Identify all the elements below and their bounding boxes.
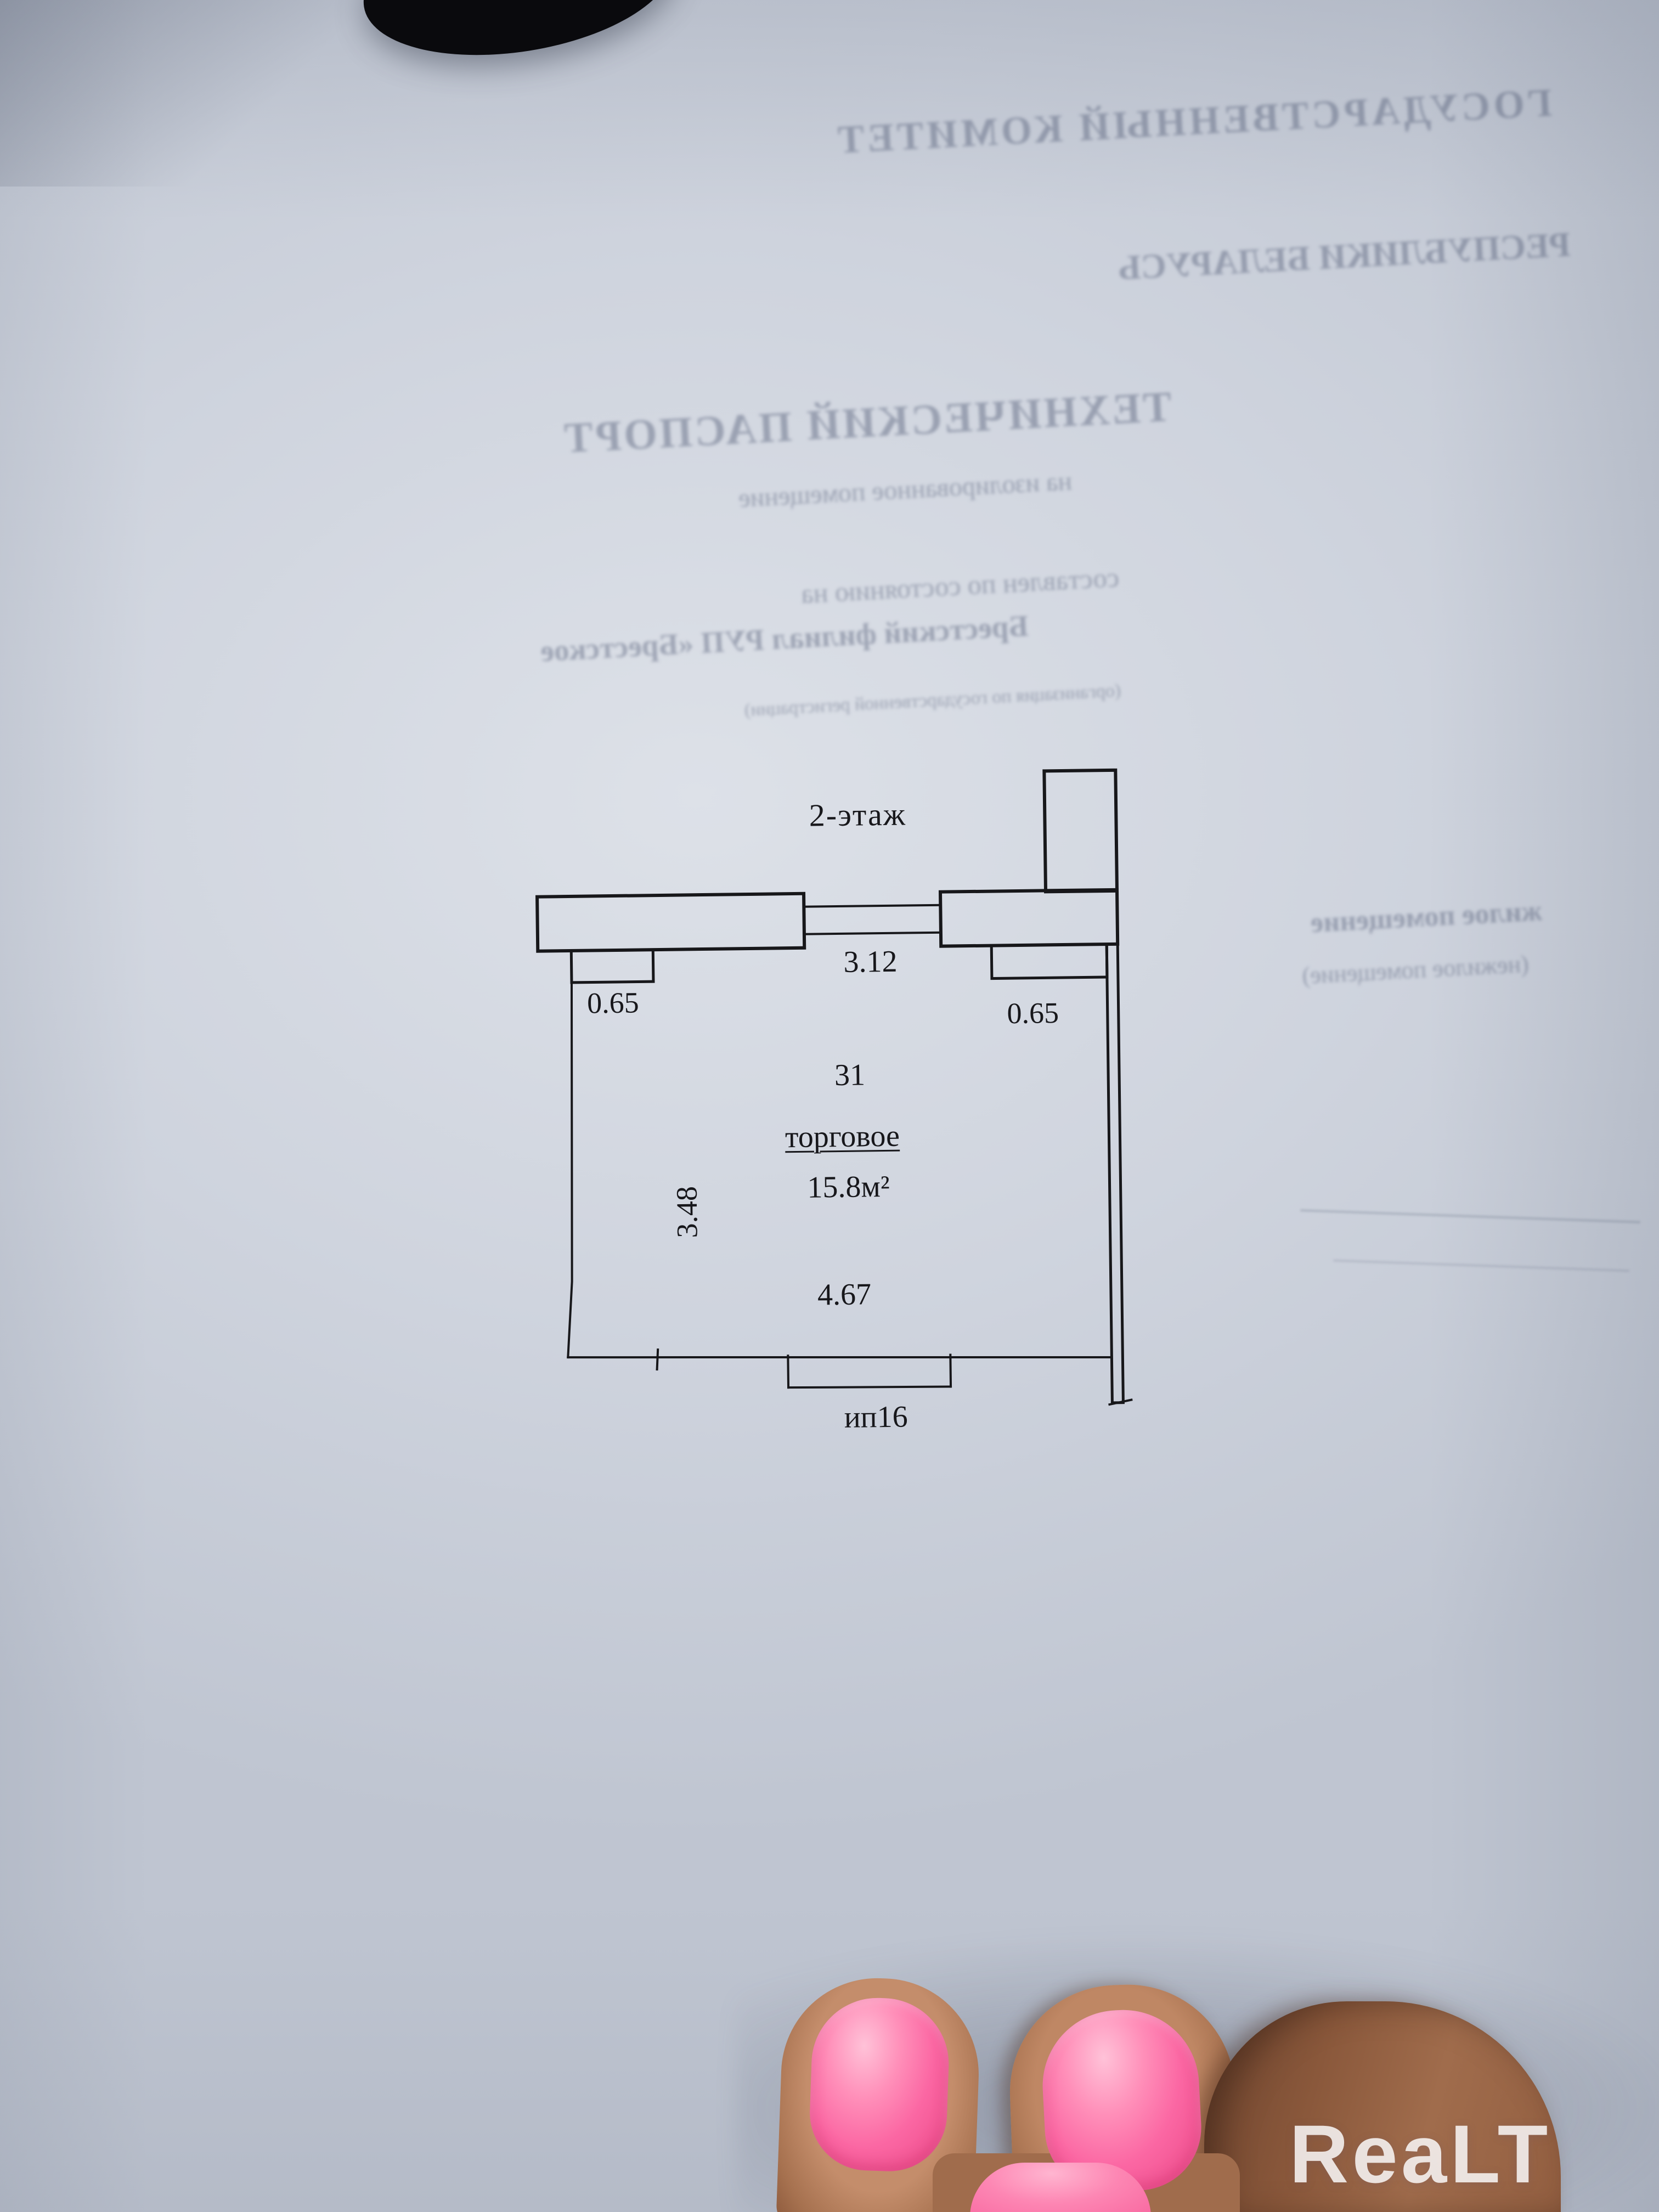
ghost-text-agency-note: (организация по государственной регистра… — [744, 680, 1121, 720]
ghost-text-premises2: (нежилое помещение) — [1301, 950, 1530, 989]
wall-left-line — [567, 981, 573, 1359]
ghost-text-republic: РЕСПУБЛИКИ БЕЛАРУСЬ — [1116, 224, 1572, 287]
fingernail-left — [808, 1995, 951, 2174]
wall-top-right — [938, 888, 1120, 948]
pilaster-left — [569, 948, 655, 984]
ghost-rule-line — [1333, 1259, 1629, 1272]
wall-bottom-line — [567, 1356, 1113, 1359]
realt-watermark: ReaLT — [1289, 2108, 1551, 2200]
wall-shaft-top-right — [1042, 768, 1119, 894]
window-opening-line — [803, 931, 942, 935]
pilaster-right — [990, 943, 1109, 980]
dimension-bottom-width: 4.67 — [817, 1277, 872, 1312]
entrance-opening-bottom — [787, 1385, 952, 1389]
dimension-left-jamb: 0.65 — [586, 986, 640, 1020]
floor-plan-drawing — [535, 768, 1133, 1406]
wall-right-bottom-cap — [1108, 1398, 1133, 1406]
floor-label: 2-этаж — [809, 796, 907, 833]
room-area-label: 15.8м² — [807, 1169, 890, 1205]
ghost-text-agency: Брестский филиал РУП «Брестское — [539, 608, 1030, 668]
wall-top-left — [535, 891, 806, 953]
opening-label-ip16: ип16 — [844, 1400, 909, 1435]
fingernail-bottom — [970, 2163, 1151, 2212]
room-number: 31 — [834, 1058, 866, 1093]
dimension-top-opening: 3.12 — [843, 944, 898, 979]
room-type-label: торговое — [785, 1119, 900, 1155]
top-left-corner-shadow — [0, 0, 417, 187]
ghost-text-compiled: составлен по состоянию на — [800, 561, 1120, 610]
dimension-left-wall: 3.48 — [670, 1186, 704, 1239]
floor-plan: 2-этаж 3.12 0.65 0.65 31 торговое 15.8м²… — [511, 753, 1167, 1480]
entrance-opening-side — [949, 1353, 952, 1388]
dimension-right-jamb: 0.65 — [1007, 996, 1059, 1030]
ghost-text-passport-title: ТЕХНИЧЕСКИЙ ПАСПОРТ — [561, 382, 1173, 462]
bottom-tick — [656, 1348, 659, 1371]
wall-right — [1105, 943, 1125, 1404]
window-opening-line — [803, 904, 942, 908]
ghost-text-committee: ГОСУДАРСТВЕННЫЙ КОМИТЕТ — [833, 80, 1553, 162]
ghost-text-passport-subtitle: на изолированное помещение — [737, 466, 1073, 513]
ghost-text-premises1: жилое помещение — [1310, 895, 1543, 939]
ghost-rule-line — [1300, 1209, 1640, 1223]
